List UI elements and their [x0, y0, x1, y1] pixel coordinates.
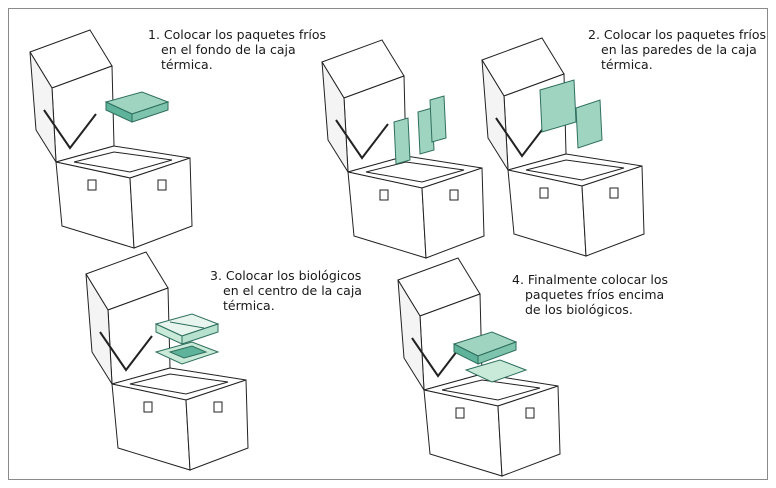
step-3-text: 3. Colocar los biológicos en el centro d…	[210, 268, 362, 313]
step-3-line-3: térmica.	[223, 298, 275, 313]
cooler-step-4	[397, 257, 561, 477]
cooler-step-2a	[321, 39, 485, 259]
step-4-line-3: de los biológicos.	[525, 302, 633, 317]
step-1-line-1: 1. Colocar los paquetes fríos	[148, 27, 327, 42]
step-1-text: 1. Colocar los paquetes fríos en el fond…	[148, 27, 326, 72]
step-1-line-3: térmica.	[161, 57, 213, 72]
cooler-step-3	[85, 251, 249, 471]
cold-pack-wall-right-icon	[539, 79, 577, 133]
cooler-step-1	[29, 29, 193, 249]
step-3-line-1: 3. Colocar los biológicos	[210, 268, 362, 283]
step-2-text: 2. Colocar los paquetes fríos en las par…	[588, 27, 766, 72]
step-4-line-1: 4. Finalmente colocar los	[512, 272, 668, 287]
cooler-step-2b	[481, 37, 645, 257]
step-4-text: 4. Finalmente colocar los paquetes fríos…	[512, 272, 668, 317]
step-2-line-2: en las paredes de la caja	[601, 42, 757, 57]
cold-pack-wall-left-icon	[393, 117, 411, 165]
step-2-line-1: 2. Colocar los paquetes fríos	[588, 27, 767, 42]
step-4-line-2: paquetes fríos encima	[525, 287, 665, 302]
step-1-line-2: en el fondo de la caja	[161, 42, 296, 57]
step-2-line-3: térmica.	[601, 57, 653, 72]
step-3-line-2: en el centro de la caja	[223, 283, 362, 298]
